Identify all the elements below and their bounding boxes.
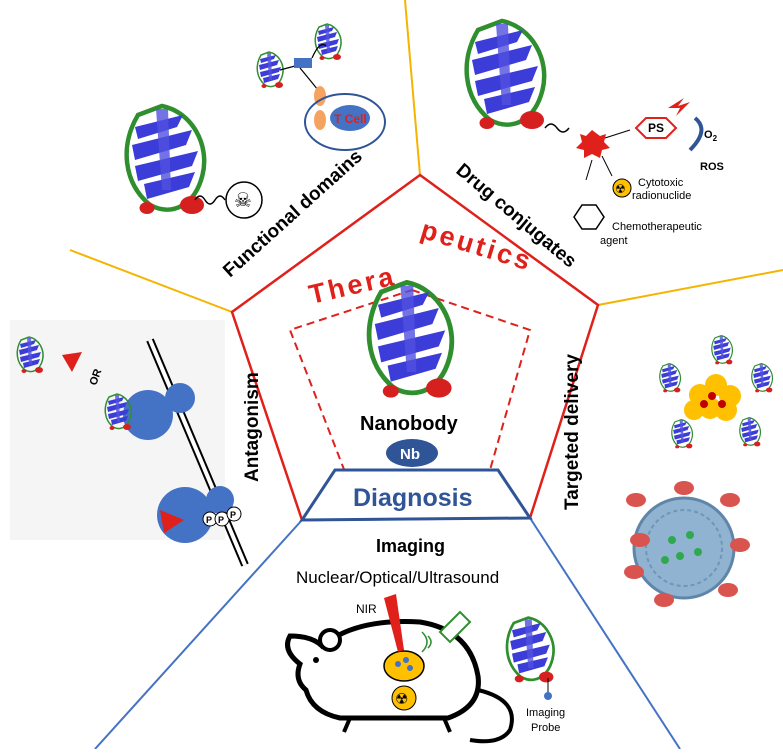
lightning-icon [668, 98, 690, 116]
mouse-tail [469, 688, 514, 744]
ultrasound-probe [438, 610, 472, 644]
diagnosis-trapezoid [299, 468, 533, 522]
cytotoxic-label-1: Cytotoxic [638, 177, 684, 189]
antagonism-section: Antagonism OR P P P [10, 320, 263, 567]
cage-nanobodies [624, 481, 750, 607]
delivery-nb-1 [659, 363, 682, 393]
skull-icon: ☠ [234, 190, 252, 212]
bispecific-nb-left [256, 51, 284, 89]
or-label: OR [88, 367, 105, 387]
radionuclide-icon [612, 178, 632, 198]
delivery-nb-3 [751, 363, 774, 393]
ultrasound-waves [421, 631, 432, 653]
nir-label: NIR [356, 602, 377, 616]
bispecific-nb-right [314, 23, 342, 61]
t-cell-nucleus [330, 105, 370, 131]
toxin-circle [225, 181, 263, 219]
imaging-probe-dot [544, 692, 552, 700]
receptor-top-stem [165, 383, 195, 413]
imaging-title: Imaging [376, 536, 445, 556]
antagonism-title: Antagonism [242, 372, 263, 482]
ros-arrow [688, 116, 704, 152]
phosphate-3 [226, 506, 242, 522]
targeted-delivery-section: Targeted delivery [562, 335, 774, 607]
targeted-delivery-title: Targeted delivery [562, 354, 583, 510]
ps-label: PS [648, 121, 664, 135]
t-cell-label: T Cell [334, 112, 367, 126]
functional-nanobody-structure [127, 106, 205, 214]
nir-laser [384, 594, 404, 652]
cytotoxic-label-2: radionuclide [632, 190, 691, 202]
functional-domains-section: Functional domains ☠ T Cell [127, 23, 386, 282]
nb-badge [386, 439, 438, 467]
receptor-top-head [123, 390, 173, 440]
protein-cage [632, 496, 736, 600]
fusion-ellipse-2 [314, 110, 326, 130]
chemo-label-2: agent [600, 235, 628, 247]
receptor-bottom-stem [206, 486, 234, 514]
ligand-bound [160, 510, 184, 533]
imaging-subtitle: Nuclear/Optical/Ultrasound [296, 568, 499, 587]
imaging-probe-label-1: Imaging [526, 707, 565, 719]
delivery-nb-2 [711, 335, 734, 365]
delivery-nb-5 [739, 417, 762, 447]
o2-label: O2 [704, 129, 718, 143]
nuclear-marker [391, 685, 417, 711]
bispecific-linker [279, 43, 327, 71]
receptor-bottom-head [157, 487, 213, 543]
delivery-nb-4 [671, 419, 694, 449]
phosphate-label-1: P [206, 515, 212, 525]
conjugate-linker [544, 123, 570, 133]
nanoparticle-cluster [684, 374, 741, 421]
phosphate-label-2: P [218, 515, 224, 525]
diagnosis-label: Diagnosis [353, 484, 472, 512]
therapeutics-label-left: Thera [306, 261, 399, 310]
nanobody-label: Nanobody [360, 413, 459, 435]
radiation-icon-imaging: ☢ [395, 691, 408, 708]
chemo-hexagon [573, 204, 605, 230]
fusion-domain [294, 58, 312, 68]
ros-label: ROS [700, 161, 724, 173]
mouse-ear [318, 628, 342, 652]
phosphate-label-3: P [230, 510, 236, 520]
ps-hexagon [634, 117, 678, 139]
section-dividers [69, 0, 783, 750]
linker-wave [194, 195, 226, 205]
cage-cargo [661, 531, 702, 564]
nb-label: Nb [400, 446, 420, 463]
fusion-linker [299, 67, 319, 91]
imaging-section: Imaging Nuclear/Optical/Ultrasound ☢ NIR… [285, 536, 565, 744]
mouse-eye [313, 657, 319, 663]
conjugate-nanobody-structure [467, 21, 545, 129]
chemo-label-1: Chemotherapeutic [612, 221, 702, 233]
tumor-region [383, 650, 425, 682]
imaging-nanobody-structure [505, 616, 555, 684]
t-cell-outline [304, 93, 386, 151]
radiation-icon: ☢ [615, 182, 626, 196]
mouse-illustration: ☢ NIR [285, 594, 514, 744]
imaging-probe-label-2: Probe [531, 722, 560, 734]
ligand-triangle [62, 352, 82, 372]
drug-payload [576, 130, 610, 158]
